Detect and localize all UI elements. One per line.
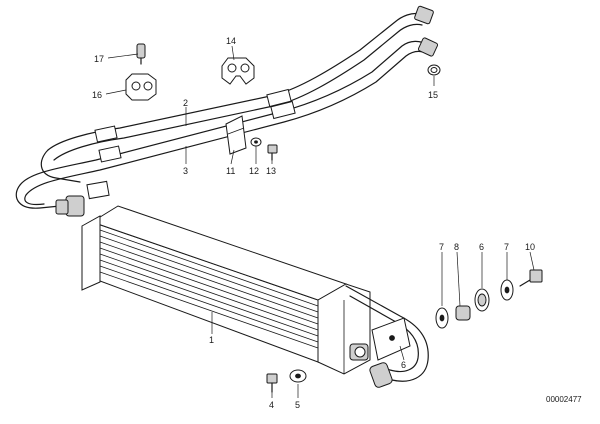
o-ring-15	[427, 64, 441, 76]
rubber-mount-stack	[435, 269, 543, 329]
washer-5	[289, 369, 307, 383]
hose-clamp-set	[86, 88, 296, 200]
callout-16: 16	[92, 90, 102, 100]
bolt-13	[267, 144, 278, 161]
callout-13: 13	[266, 166, 276, 176]
callout-7-right: 7	[504, 242, 509, 252]
clamp-14	[221, 57, 255, 85]
callout-11: 11	[226, 166, 235, 176]
bolt-4	[266, 373, 278, 393]
oil-cooler-radiator	[55, 195, 371, 375]
radiator-outlet-hose	[345, 285, 429, 388]
oil-line-lower	[15, 40, 431, 209]
mounting-bracket-right	[371, 317, 411, 361]
callout-10: 10	[525, 242, 535, 252]
callout-6-radiator: 6	[401, 360, 406, 370]
callout-15: 15	[428, 90, 438, 100]
radiator-fins	[99, 229, 319, 349]
callout-17: 17	[94, 54, 104, 64]
callout-4: 4	[269, 400, 274, 410]
holder-16	[125, 73, 157, 101]
callout-labels: 1 2 3 4 5 6 7 8 6 7 10 11 12 13 14 15 16…	[92, 36, 535, 410]
callout-14: 14	[226, 36, 236, 46]
callout-8: 8	[454, 242, 459, 252]
callout-6-mount: 6	[479, 242, 484, 252]
callout-12: 12	[249, 166, 259, 176]
pin-17	[136, 43, 146, 65]
drawing-reference-number: 00002477	[546, 395, 582, 404]
callout-2: 2	[183, 98, 188, 108]
leader-lines	[105, 45, 535, 398]
washer-12	[250, 137, 262, 147]
callout-5: 5	[295, 400, 300, 410]
pipe-bracket-11	[225, 115, 247, 155]
pipe-end-fittings	[414, 5, 439, 57]
callout-7-left: 7	[439, 242, 444, 252]
callout-1: 1	[209, 335, 214, 345]
oil-line-upper	[47, 12, 423, 161]
callout-3: 3	[183, 166, 188, 176]
